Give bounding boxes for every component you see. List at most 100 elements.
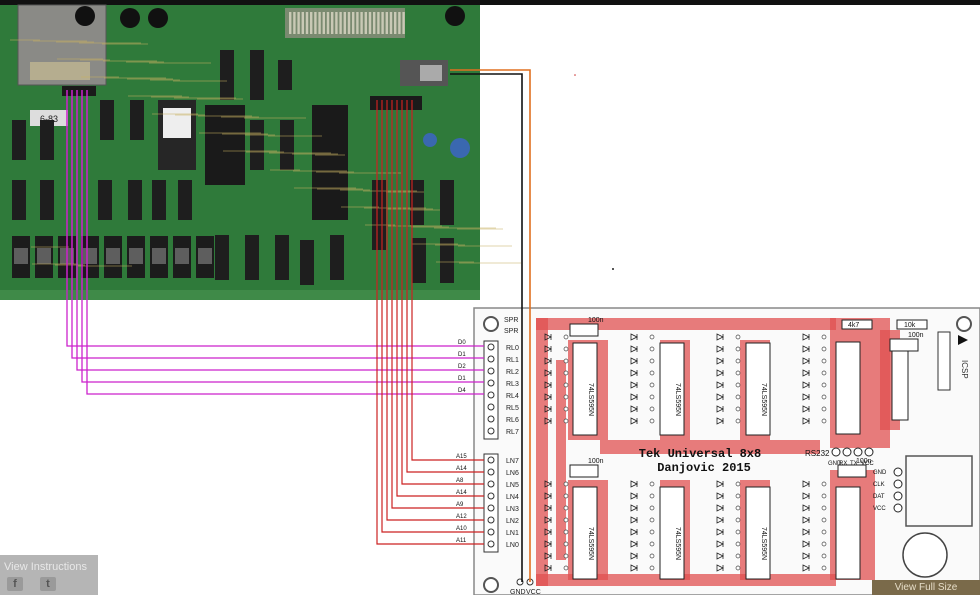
row-label: RL2 — [506, 369, 519, 376]
edge-tooth — [381, 12, 384, 34]
diode — [630, 504, 638, 512]
diode-pad — [735, 529, 741, 535]
ram-chip-marking — [37, 248, 51, 264]
side-pin-label: GND — [873, 470, 887, 476]
address-wire — [401, 100, 484, 485]
diode — [630, 540, 638, 548]
address-wire — [396, 100, 484, 497]
spare-label: SPR — [504, 328, 518, 335]
diode — [716, 552, 724, 560]
rom-chip — [205, 105, 245, 185]
ic-outline — [835, 341, 861, 435]
copper-pour — [600, 440, 820, 454]
address-wire-label: A15 — [456, 454, 467, 460]
diode-pad — [649, 370, 655, 376]
diode — [544, 564, 552, 572]
address-wire-label: A10 — [456, 526, 467, 532]
logic-chip — [412, 238, 426, 283]
data-wire-label: D1 — [458, 376, 466, 382]
rs232-label: RS232 — [805, 449, 830, 458]
diode — [802, 369, 810, 377]
diode-pad — [649, 493, 655, 499]
logic-chip — [300, 240, 314, 285]
diode — [802, 552, 810, 560]
ic-outline — [835, 486, 861, 580]
capacitor-label: 100n — [588, 458, 604, 465]
diode — [544, 417, 552, 425]
address-bus-wires — [376, 100, 484, 545]
ic-outline — [745, 342, 771, 436]
rs232-pin-label: TX — [850, 461, 858, 467]
diode — [630, 480, 638, 488]
diode-pad — [735, 370, 741, 376]
share-overlay: View Instructions f t — [0, 555, 98, 595]
rs232-pin — [831, 447, 841, 457]
edge-tooth — [335, 12, 338, 34]
address-wire — [386, 100, 484, 521]
diode — [802, 393, 810, 401]
edge-tooth — [360, 12, 363, 34]
diode-pad — [821, 406, 827, 412]
jack-3 — [148, 8, 168, 28]
power-wire-black — [450, 73, 523, 582]
facebook-icon[interactable]: f — [7, 577, 23, 591]
view-instructions-link[interactable]: View Instructions — [4, 561, 87, 573]
diode — [802, 405, 810, 413]
resistor-label: 10k — [904, 322, 916, 329]
col-label: LN2 — [506, 518, 519, 525]
diode — [544, 357, 552, 365]
logic-chip — [128, 180, 142, 220]
diode — [630, 369, 638, 377]
diode — [716, 516, 724, 524]
logic-chip — [40, 180, 54, 220]
ic-outline — [659, 342, 685, 436]
edge-tooth — [343, 12, 346, 34]
address-wire-label: A8 — [456, 478, 464, 484]
icsp-label: ICSP — [960, 360, 969, 379]
logic-chip — [98, 180, 112, 220]
diode — [802, 480, 810, 488]
capacitor-label: 100n — [908, 332, 924, 339]
jack-4 — [445, 6, 465, 26]
diode — [544, 516, 552, 524]
diode-pad — [821, 493, 827, 499]
rs232-pin-label: GND — [828, 461, 842, 467]
diode — [544, 369, 552, 377]
row-label: RL7 — [506, 429, 519, 436]
row-header — [483, 340, 499, 440]
row-pin — [487, 355, 495, 363]
side-pin — [893, 479, 903, 489]
diode-pad — [821, 481, 827, 487]
edge-tooth — [318, 12, 321, 34]
diode — [716, 333, 724, 341]
row-pin — [487, 427, 495, 435]
row-pin — [487, 379, 495, 387]
top-bar — [0, 0, 980, 5]
edge-tooth — [314, 12, 317, 34]
logic-chip — [12, 120, 26, 160]
edge-tooth — [322, 12, 325, 34]
diode-pad — [649, 418, 655, 424]
pic-outline — [891, 349, 909, 421]
view-full-size-button[interactable]: View Full Size — [872, 580, 980, 595]
diode-pad — [563, 394, 569, 400]
diode — [716, 417, 724, 425]
logic-chip — [330, 235, 344, 280]
diode-pad — [735, 334, 741, 340]
row-label: RL5 — [506, 405, 519, 412]
ic-label: 74LS595N — [674, 383, 681, 416]
diode-pad — [735, 418, 741, 424]
edge-tooth — [377, 12, 380, 34]
diode — [544, 405, 552, 413]
diode-pad — [649, 358, 655, 364]
side-pin — [893, 491, 903, 501]
twitter-icon[interactable]: t — [40, 577, 56, 591]
col-pin — [487, 492, 495, 500]
row-pin — [487, 415, 495, 423]
diode-pad — [563, 346, 569, 352]
data-wire-label: D0 — [458, 340, 466, 346]
logic-chip — [440, 238, 454, 283]
diode-pad — [563, 370, 569, 376]
